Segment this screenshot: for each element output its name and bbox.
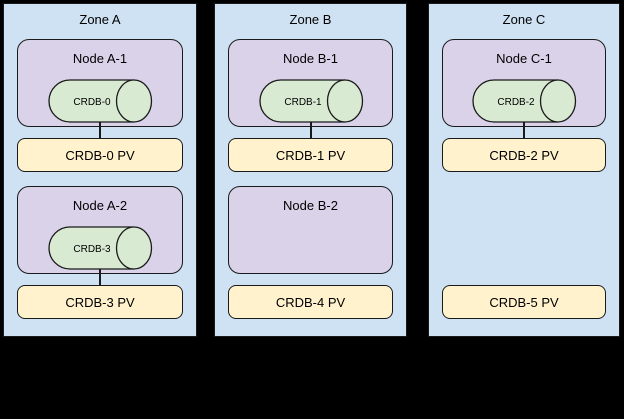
- crdb-1-pv-label: CRDB-1 PV: [275, 147, 346, 163]
- node-c1-label: Node C-1: [496, 51, 552, 66]
- connector-line: [309, 122, 312, 138]
- connector-line: [99, 122, 101, 138]
- zone-c-label: Zone C: [502, 12, 546, 27]
- node-b1-label: Node B-1: [283, 51, 338, 66]
- crdb-5-pv: CRDB-5 PV: [442, 285, 606, 319]
- zone-a-label: Zone A: [79, 12, 121, 27]
- zone-b-label: Zone B: [289, 12, 332, 27]
- crdb-4-pv-label: CRDB-4 PV: [275, 294, 346, 310]
- zone-a: Zone A Node A-1 CRDB-0 CRDB-0 PV Node A-…: [3, 3, 197, 337]
- node-a1: Node A-1 CRDB-0: [17, 39, 183, 127]
- crdb-3-pv: CRDB-3 PV: [17, 285, 183, 319]
- connector-line: [523, 122, 525, 138]
- crdb-1-cylinder-icon: CRDB-1: [258, 79, 363, 123]
- crdb-2-pv-label: CRDB-2 PV: [489, 147, 559, 163]
- crdb-2-cylinder-label: CRDB-2: [497, 97, 535, 108]
- node-b2: Node B-2: [228, 186, 393, 274]
- crdb-1-pv: CRDB-1 PV: [228, 138, 393, 172]
- node-a2-label: Node A-2: [72, 198, 128, 213]
- crdb-3-cylinder-icon: CRDB-3: [48, 226, 153, 270]
- crdb-4-pv: CRDB-4 PV: [228, 285, 393, 319]
- node-c1: Node C-1 CRDB-2: [442, 39, 606, 127]
- zone-c: Zone C Node C-1 CRDB-2 CRDB-2 PV CRDB-5 …: [428, 3, 620, 337]
- crdb-2-pv: CRDB-2 PV: [442, 138, 606, 172]
- crdb-5-pv-label: CRDB-5 PV: [489, 294, 559, 310]
- crdb-3-cylinder-label: CRDB-3: [73, 244, 111, 255]
- crdb-0-pv: CRDB-0 PV: [17, 138, 183, 172]
- crdb-0-cylinder-label: CRDB-0: [73, 97, 111, 108]
- node-a1-label: Node A-1: [72, 51, 128, 66]
- crdb-1-cylinder-label: CRDB-1: [284, 97, 322, 108]
- zone-b: Zone B Node B-1 CRDB-1 CRDB-1 PV Node B-…: [214, 3, 407, 337]
- crdb-3-pv-label: CRDB-3 PV: [65, 294, 135, 310]
- node-a2: Node A-2 CRDB-3: [17, 186, 183, 274]
- crdb-0-cylinder-icon: CRDB-0: [48, 79, 153, 123]
- crdb-2-cylinder-icon: CRDB-2: [472, 79, 577, 123]
- node-b1: Node B-1 CRDB-1: [228, 39, 393, 127]
- crdb-0-pv-label: CRDB-0 PV: [65, 147, 135, 163]
- node-b2-label: Node B-2: [283, 198, 338, 213]
- connector-line: [99, 269, 101, 285]
